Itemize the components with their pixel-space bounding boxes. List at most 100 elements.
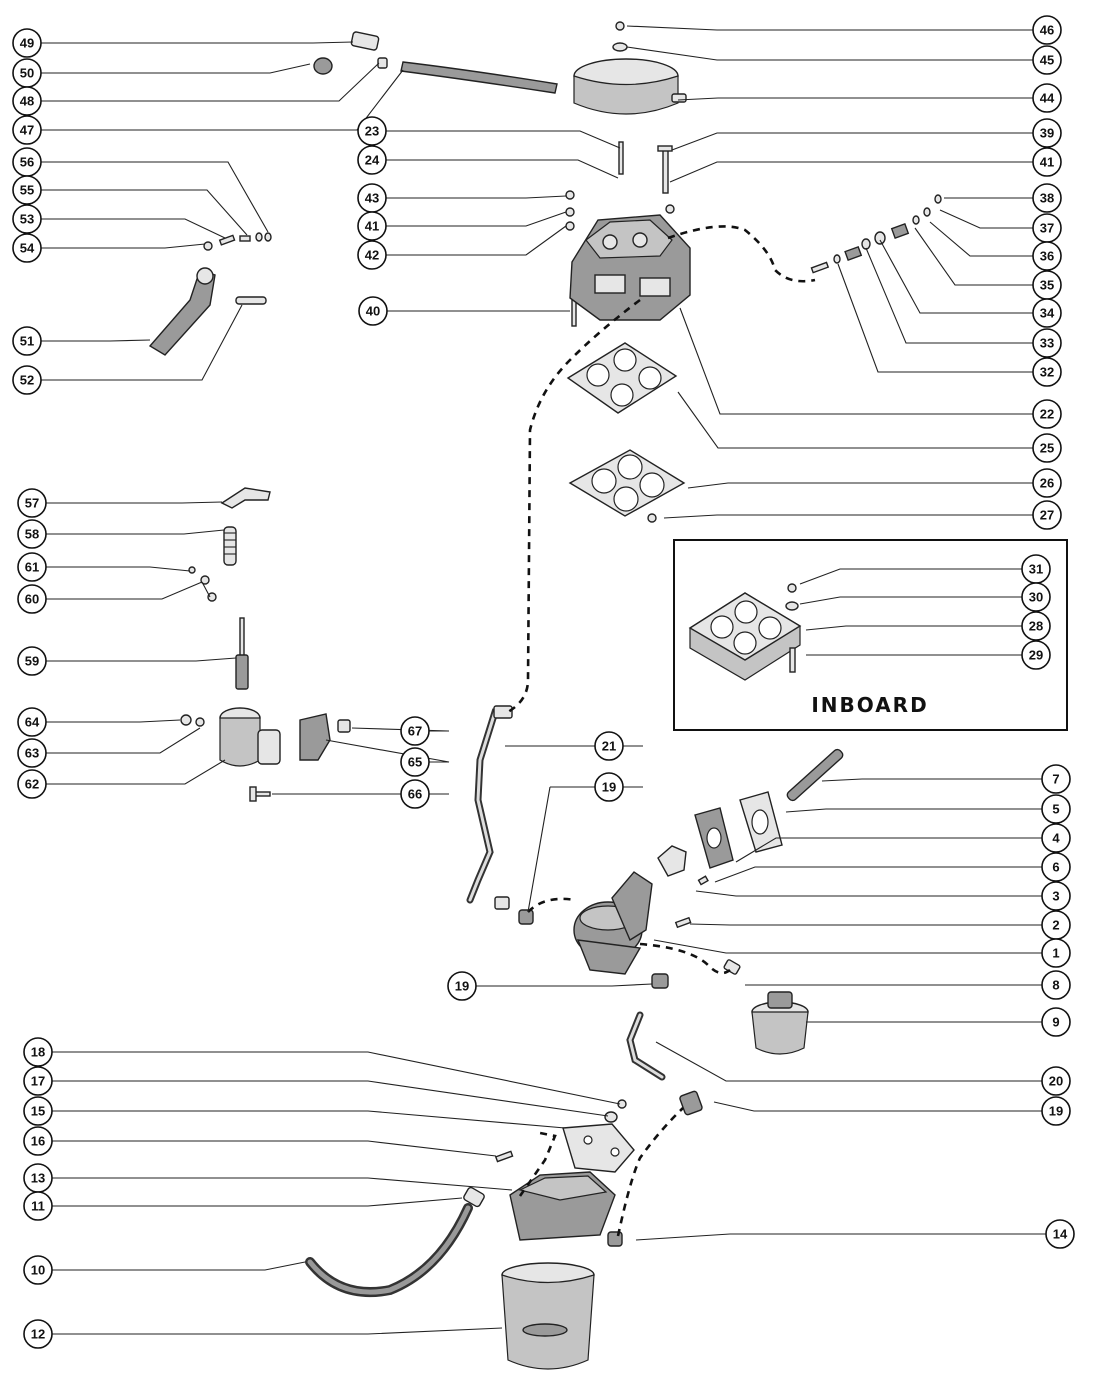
leader-line (52, 1197, 463, 1207)
callout-circle (594, 731, 624, 761)
leader-line (626, 25, 1033, 31)
leader-line (713, 1101, 1042, 1112)
leader-line (41, 69, 404, 131)
callout-number: 47 (20, 123, 34, 138)
callout-number: 12 (31, 1327, 45, 1342)
leader-line (939, 209, 1033, 229)
leader-line (46, 719, 181, 723)
leader-line (325, 739, 450, 763)
leader-line (46, 759, 226, 785)
callout-49: 49 (12, 28, 354, 58)
callout-41: 41 (357, 211, 567, 241)
callout-11: 11 (23, 1191, 463, 1221)
callout-56: 56 (12, 147, 269, 233)
part-washer-45 (612, 42, 628, 52)
leader-line (663, 514, 1033, 519)
callout-4: 4 (735, 823, 1071, 863)
part-filter-canister-12 (501, 1262, 595, 1370)
callout-circle (1032, 15, 1062, 45)
callout-circle (1032, 468, 1062, 498)
callout-10: 10 (23, 1255, 306, 1285)
callout-51: 51 (12, 326, 151, 356)
callout-number: 41 (365, 219, 379, 234)
callout-67: 67 (351, 716, 450, 746)
callout-circle (1032, 298, 1062, 328)
part-screw-39 (657, 145, 673, 194)
callout-circle (1032, 183, 1062, 213)
callout-number: 26 (1040, 476, 1054, 491)
callout-20: 20 (655, 1041, 1071, 1096)
callout-6: 6 (714, 852, 1071, 883)
leader-line (41, 62, 380, 102)
leader-line (46, 501, 223, 504)
callout-12: 12 (23, 1319, 503, 1349)
callout-16: 16 (23, 1126, 497, 1157)
leader-line (41, 218, 226, 239)
callout-number: 29 (1029, 648, 1043, 663)
callout-number: 59 (25, 654, 39, 669)
leader-line (714, 866, 1042, 883)
callout-18: 18 (23, 1037, 621, 1105)
callout-circle (1032, 357, 1062, 387)
leader-line (41, 161, 269, 233)
callout-26: 26 (687, 468, 1062, 498)
callout-circle (23, 1126, 53, 1156)
leader-line (386, 225, 567, 256)
callout-34: 34 (879, 239, 1062, 328)
callout-57: 57 (17, 488, 223, 518)
callout-circle (400, 779, 430, 809)
part-cover-65 (299, 713, 331, 761)
callout-circle (1032, 433, 1062, 463)
callout-circle (400, 716, 430, 746)
callout-number: 30 (1029, 590, 1043, 605)
callout-number: 61 (25, 560, 39, 575)
part-hose-10 (305, 1203, 473, 1298)
leader-line (653, 939, 1042, 954)
leader-line (799, 568, 1022, 585)
callout-number: 13 (31, 1171, 45, 1186)
callout-36: 36 (929, 221, 1062, 271)
callout-number: 2 (1052, 918, 1059, 933)
callout-23: 23 (357, 116, 621, 149)
callout-60: 60 (17, 581, 211, 614)
callout-number: 43 (365, 191, 379, 206)
callout-8: 8 (745, 970, 1071, 1000)
callout-circle (447, 971, 477, 1001)
callouts-right: 4645443941383736353433322225262731302829… (626, 15, 1075, 1249)
callout-19: 19 (447, 971, 653, 1001)
part-filter-9 (751, 991, 809, 1055)
callout-2: 2 (689, 910, 1071, 940)
leader-line (52, 1327, 503, 1335)
part-bracket-15 (562, 1123, 635, 1173)
callout-number: 16 (31, 1134, 45, 1149)
leader-line (386, 130, 621, 149)
leader-line (46, 529, 225, 535)
callout-circle (17, 584, 47, 614)
leader-line (41, 304, 243, 381)
callout-circle (12, 175, 42, 205)
part-fitting-19c (679, 1090, 703, 1116)
callout-number: 40 (366, 304, 380, 319)
callout-circle (1021, 611, 1051, 641)
callout-number: 50 (20, 66, 34, 81)
callout-63: 63 (17, 727, 201, 768)
callout-number: 32 (1040, 365, 1054, 380)
leader-line (799, 596, 1022, 605)
leader-line (735, 837, 1042, 863)
callout-circle (1032, 147, 1062, 177)
callout-number: 39 (1040, 126, 1054, 141)
callout-46: 46 (626, 15, 1062, 45)
callout-circle (1032, 241, 1062, 271)
callout-circle (1041, 1007, 1071, 1037)
callout-circle (1032, 328, 1062, 358)
callout-circle (1041, 938, 1071, 968)
part-gasket-4 (694, 807, 734, 869)
callout-1: 1 (653, 938, 1071, 968)
callout-29: 29 (806, 640, 1051, 670)
leader-line (52, 1177, 513, 1191)
callout-circle (23, 1255, 53, 1285)
callout-number: 18 (31, 1045, 45, 1060)
callout-number: 3 (1052, 889, 1059, 904)
callout-circle (12, 204, 42, 234)
